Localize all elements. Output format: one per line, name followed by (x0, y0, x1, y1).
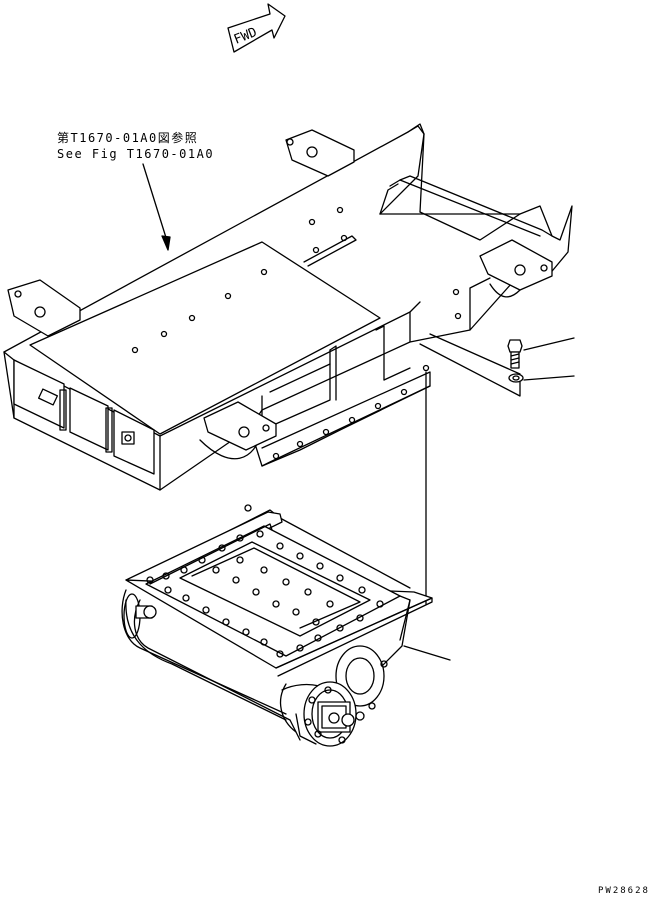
cover-bolts (147, 505, 383, 657)
callout-label-jp: 第T1670-01A0図参照 (57, 131, 199, 145)
tank-unit (122, 505, 450, 746)
washer-part (509, 374, 574, 382)
mount-bracket-top (286, 130, 354, 176)
callout-leader (143, 164, 170, 250)
drive-motor (296, 682, 364, 746)
deck-holes (133, 208, 461, 353)
mount-bracket-front (204, 402, 276, 450)
mount-bracket-left (8, 280, 80, 336)
fwd-arrow-icon: FWD (228, 4, 285, 52)
mount-bracket-right (480, 240, 552, 290)
flange-holes (274, 366, 429, 459)
tank-bottom-edge (126, 600, 286, 720)
drawing-number: PW28628 (598, 886, 650, 896)
callout-label-en: See Fig T1670-01A0 (57, 147, 215, 161)
frame-assembly (4, 124, 572, 490)
bolt-part (508, 338, 574, 368)
